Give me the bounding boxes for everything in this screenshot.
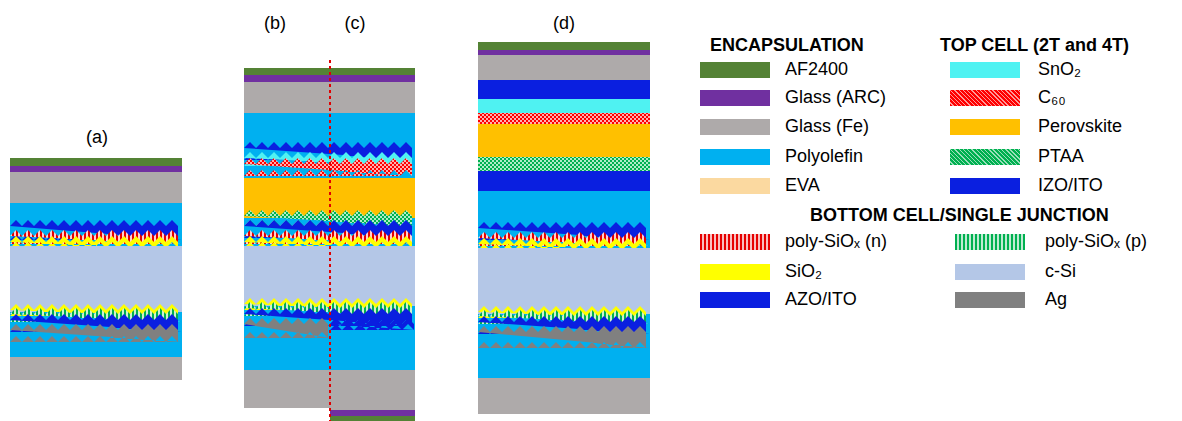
layer: [10, 203, 182, 380]
legend-swatch: [700, 90, 770, 106]
layer: [244, 158, 415, 176]
legend-swatch: [700, 149, 770, 165]
panel-label: (d): [553, 14, 575, 34]
layer: [478, 80, 650, 99]
layer: [330, 318, 415, 330]
layer: [244, 318, 330, 338]
layer: [478, 326, 650, 348]
legend-swatch: [955, 234, 1025, 250]
layer: [10, 172, 182, 203]
layer: [478, 124, 650, 157]
legend-swatch: [700, 178, 770, 194]
layer: [478, 248, 650, 314]
legend-text: Perovskite: [1038, 117, 1122, 137]
legend-text: poly-SiOₓ (n): [785, 232, 887, 252]
layer: [329, 60, 331, 421]
layer: [330, 410, 415, 416]
layer: [10, 357, 182, 380]
legend-text: Glass (Fe): [785, 117, 869, 137]
legend-text: SnO₂: [1038, 60, 1081, 80]
layer: [10, 158, 182, 166]
layer: [10, 166, 182, 172]
legend-text: poly-SiOₓ (p): [1045, 232, 1147, 252]
layer: [478, 55, 650, 80]
legend-text: IZO/ITO: [1038, 176, 1103, 196]
layer: [10, 246, 182, 312]
legend-text: PTAA: [1038, 147, 1084, 167]
layer: [478, 171, 650, 191]
layer: [478, 113, 650, 124]
layer: [478, 191, 650, 378]
layer: [330, 416, 415, 421]
legend-swatch: [700, 234, 770, 250]
legend-swatch: [955, 292, 1025, 308]
layer: [478, 50, 650, 55]
layer: [478, 378, 650, 414]
legend-swatch: [950, 178, 1020, 194]
legend-text: EVA: [785, 176, 820, 196]
layer: [330, 326, 415, 370]
legend-swatch: [700, 264, 770, 280]
legend-swatch: [950, 119, 1020, 135]
layer: [10, 324, 182, 342]
legend-text: SiO₂: [785, 262, 822, 282]
legend-swatch: [700, 119, 770, 135]
legend-swatch: [950, 90, 1020, 106]
legend-swatch: [955, 264, 1025, 280]
panel-label: (b): [264, 14, 286, 34]
legend-text: Polyolefin: [785, 147, 863, 167]
legend-text: AZO/ITO: [785, 290, 857, 310]
legend-text: AF2400: [785, 60, 848, 80]
legend-swatch: [700, 292, 770, 308]
panel-label: (c): [345, 14, 366, 34]
layer: [478, 42, 650, 50]
legend-heading: BOTTOM CELL/SINGLE JUNCTION: [810, 206, 1109, 226]
panel-label: (a): [86, 128, 108, 148]
layer: [478, 99, 650, 113]
legend-heading: TOP CELL (2T and 4T): [940, 36, 1129, 56]
legend-swatch: [950, 62, 1020, 78]
layer: [330, 370, 415, 410]
legend-text: C₆₀: [1038, 88, 1066, 108]
legend-text: Ag: [1045, 290, 1067, 310]
legend-heading: ENCAPSULATION: [710, 36, 864, 56]
legend-text: Glass (ARC): [785, 88, 886, 108]
legend-text: c-Si: [1045, 262, 1076, 282]
layer: [478, 157, 650, 171]
legend-swatch: [950, 149, 1020, 165]
legend-swatch: [700, 62, 770, 78]
